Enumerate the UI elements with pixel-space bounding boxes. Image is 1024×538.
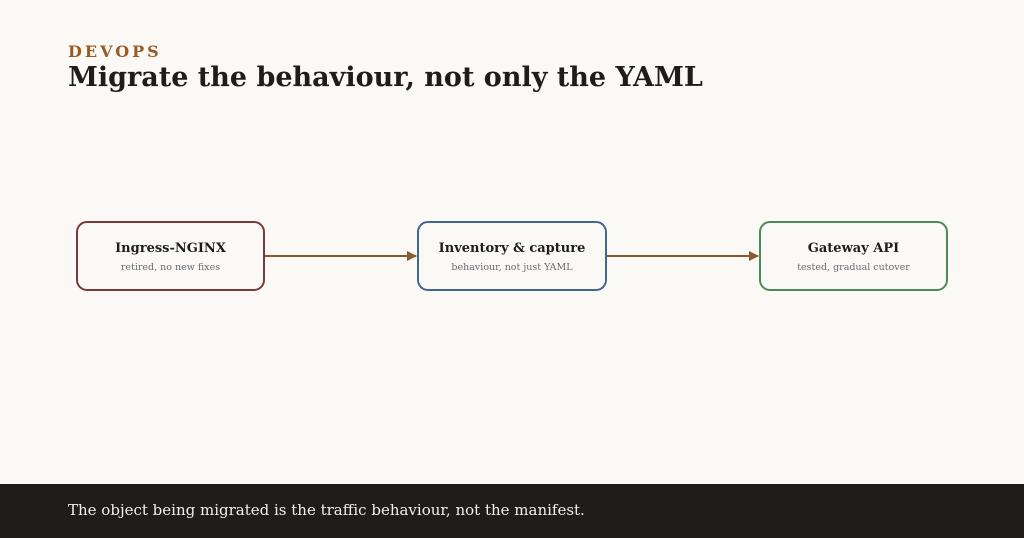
node-ingress-nginx: Ingress-NGINX retired, no new fixes <box>76 221 265 291</box>
node-subtitle: retired, no new fixes <box>121 262 220 273</box>
node-subtitle: behaviour, not just YAML <box>451 262 573 273</box>
footer-bar: The object being migrated is the traffic… <box>0 484 1024 538</box>
section-kicker: DEVOPS <box>68 42 162 61</box>
slide-title: Migrate the behaviour, not only the YAML <box>68 62 703 93</box>
node-title: Gateway API <box>808 241 899 256</box>
node-subtitle: tested, gradual cutover <box>797 262 910 273</box>
node-gateway-api: Gateway API tested, gradual cutover <box>759 221 948 291</box>
footer-caption: The object being migrated is the traffic… <box>68 501 585 519</box>
node-title: Ingress-NGINX <box>115 241 227 256</box>
node-title: Inventory & capture <box>439 241 586 256</box>
flow-diagram: Ingress-NGINX retired, no new fixes Inve… <box>76 221 948 291</box>
node-inventory-capture: Inventory & capture behaviour, not just … <box>417 221 607 291</box>
